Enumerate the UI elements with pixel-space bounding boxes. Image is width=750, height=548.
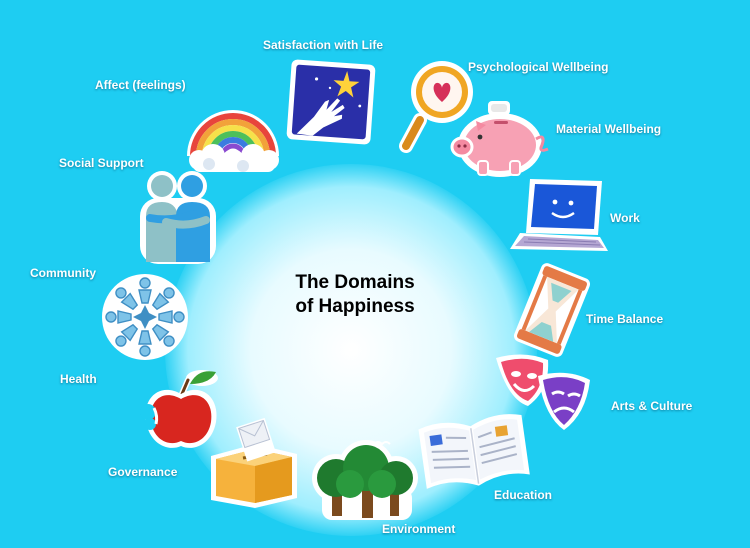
label-environment: Environment: [382, 522, 456, 536]
label-health: Health: [60, 372, 97, 386]
label-psychological-wellbeing: Psychological Wellbeing: [468, 60, 609, 74]
label-social-support: Social Support: [59, 156, 144, 170]
rainbow-icon: [183, 94, 283, 176]
label-satisfaction-with-life: Satisfaction with Life: [263, 38, 384, 52]
trees-icon: [310, 438, 420, 523]
hand-stars-icon: [285, 58, 377, 146]
piggy-bank-icon: [448, 95, 553, 183]
ballot-box-icon: [205, 417, 303, 510]
theater-masks-icon: [488, 350, 598, 438]
title-line-1: The Domains: [295, 272, 415, 293]
hourglass-icon: [513, 263, 591, 357]
people-circle-icon: [96, 271, 194, 363]
open-book-icon: [418, 412, 530, 490]
label-education: Education: [494, 488, 553, 502]
apple-icon: [140, 366, 222, 454]
label-work: Work: [610, 211, 640, 225]
label-time-balance: Time Balance: [586, 312, 664, 326]
label-arts-culture: Arts & Culture: [611, 399, 693, 413]
diagram-title: The Domains of Happiness: [235, 271, 475, 319]
label-governance: Governance: [108, 465, 178, 479]
mirror-heart-icon: [399, 58, 480, 153]
label-affect-feelings: Affect (feelings): [95, 78, 186, 92]
hugging-people-icon: [136, 170, 220, 266]
label-community: Community: [30, 266, 96, 280]
title-line-2: of Happiness: [295, 296, 415, 317]
laptop-icon: [508, 175, 608, 257]
label-material-wellbeing: Material Wellbeing: [556, 122, 662, 136]
